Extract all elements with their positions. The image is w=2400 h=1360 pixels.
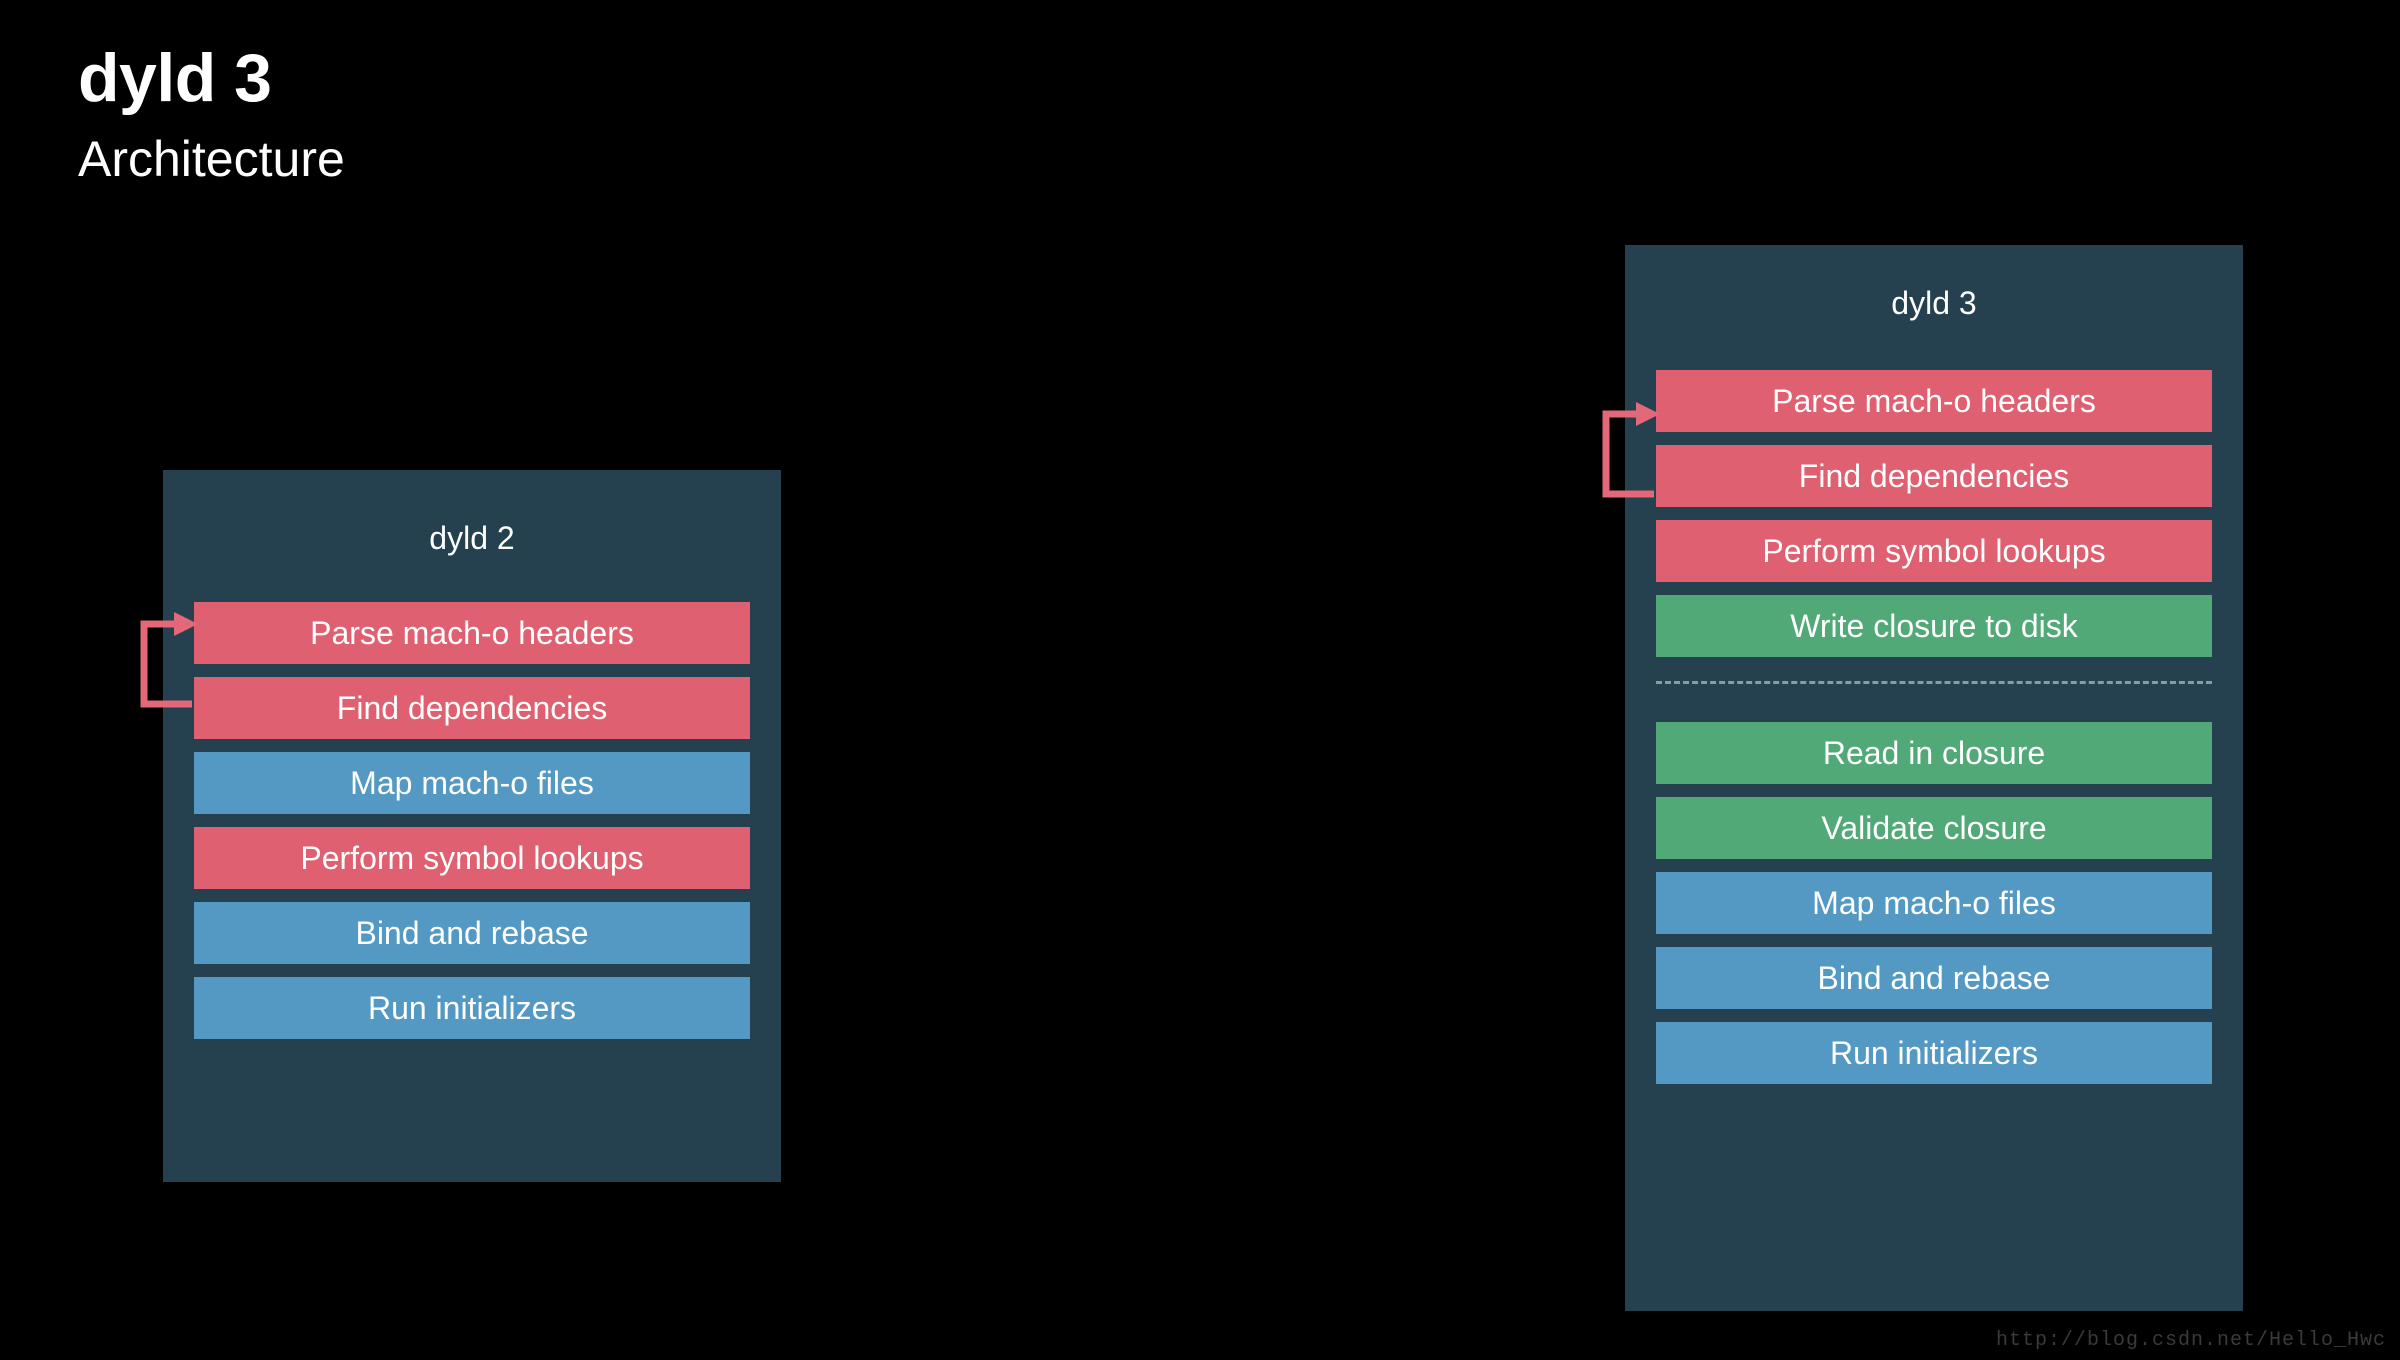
step-row[interactable]: Run initializers bbox=[194, 977, 750, 1039]
page-subtitle: Architecture bbox=[78, 131, 345, 187]
step-row[interactable]: Bind and rebase bbox=[1656, 947, 2212, 1009]
page-title: dyld 3 bbox=[78, 40, 272, 116]
loop-arrow-dyld2 bbox=[140, 612, 198, 708]
phase-divider bbox=[1656, 681, 2212, 684]
step-row[interactable]: Parse mach-o headers bbox=[1656, 370, 2212, 432]
watermark: http://blog.csdn.net/Hello_Hwc bbox=[1995, 1329, 2386, 1352]
loop-arrow-dyld3 bbox=[1602, 402, 1660, 498]
step-row[interactable]: Read in closure bbox=[1656, 722, 2212, 784]
step-row[interactable]: Map mach-o files bbox=[194, 752, 750, 814]
step-row[interactable]: Perform symbol lookups bbox=[1656, 520, 2212, 582]
panel-title-dyld2: dyld 2 bbox=[429, 520, 515, 556]
title-block: dyld 3 Architecture bbox=[78, 44, 345, 184]
step-row[interactable]: Bind and rebase bbox=[194, 902, 750, 964]
step-row[interactable]: Find dependencies bbox=[1656, 445, 2212, 507]
step-row[interactable]: Validate closure bbox=[1656, 797, 2212, 859]
step-row[interactable]: Write closure to disk bbox=[1656, 595, 2212, 657]
step-row[interactable]: Perform symbol lookups bbox=[194, 827, 750, 889]
panel-title-dyld3: dyld 3 bbox=[1891, 285, 1977, 321]
step-row[interactable]: Find dependencies bbox=[194, 677, 750, 739]
step-row[interactable]: Run initializers bbox=[1656, 1022, 2212, 1084]
step-row[interactable]: Map mach-o files bbox=[1656, 872, 2212, 934]
step-row[interactable]: Parse mach-o headers bbox=[194, 602, 750, 664]
